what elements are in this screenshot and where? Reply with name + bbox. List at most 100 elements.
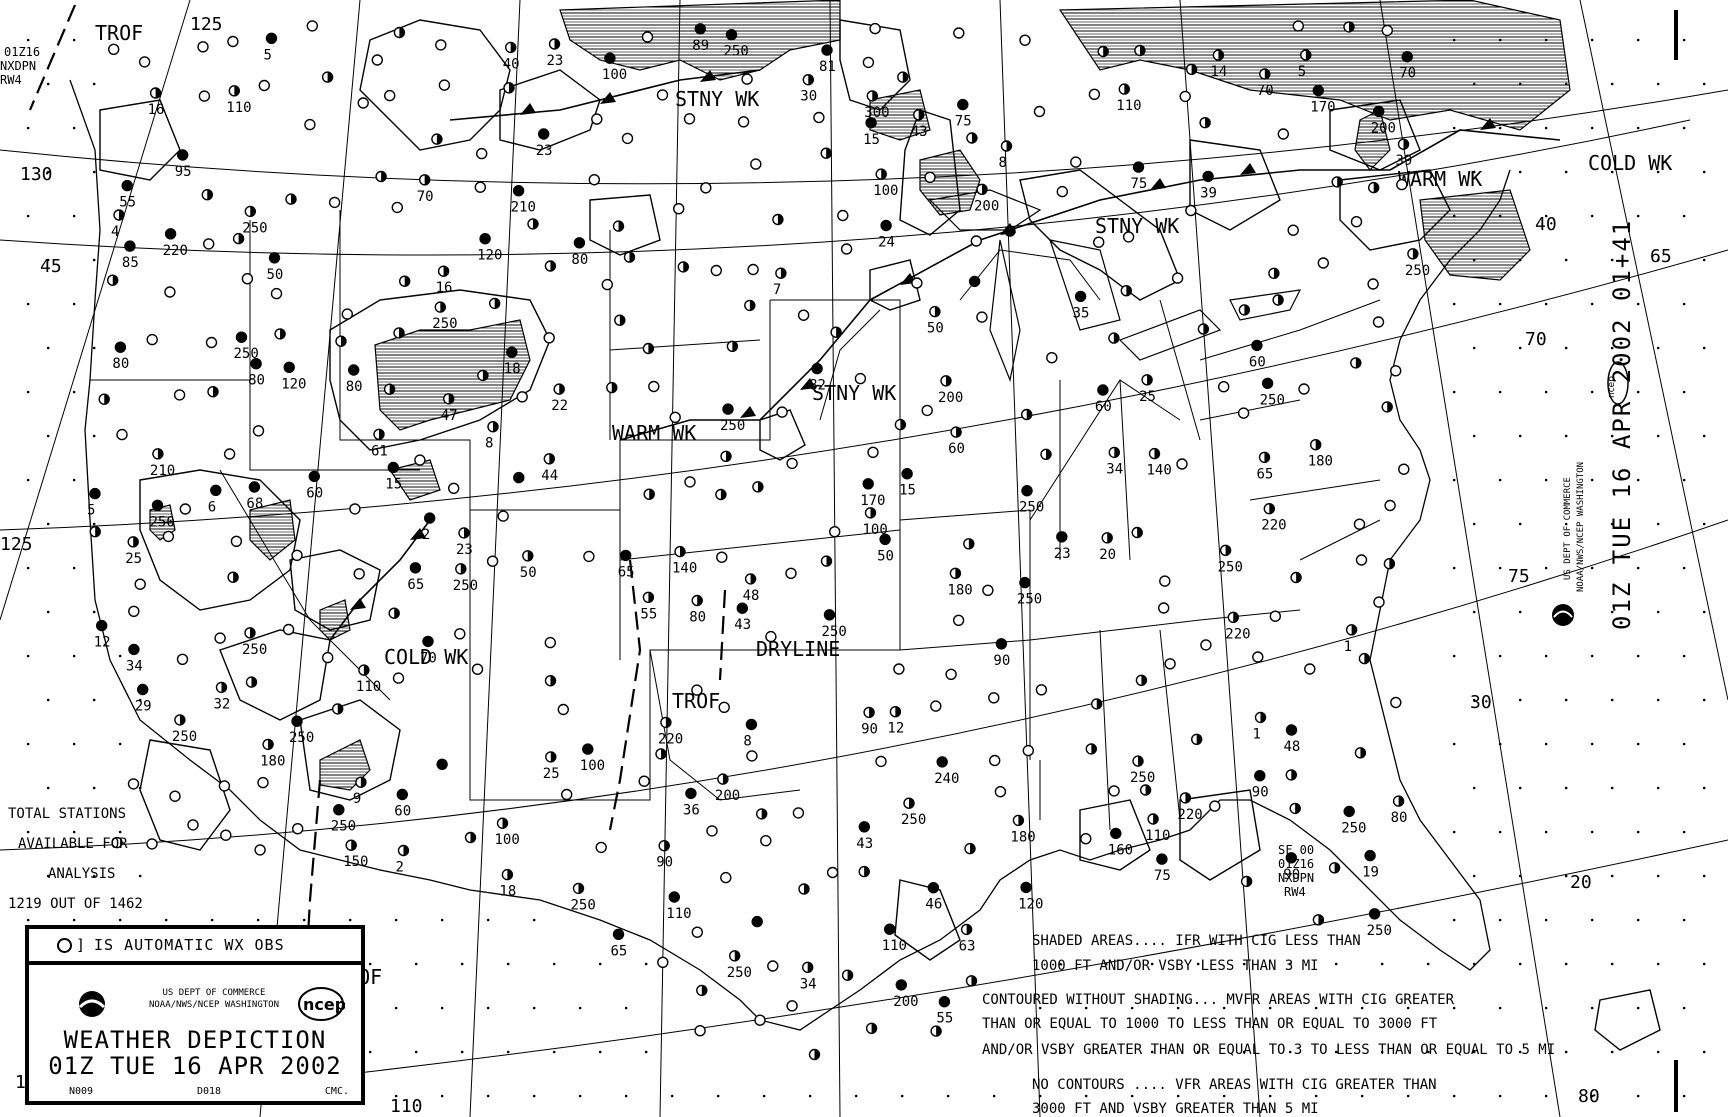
clear-station-icon xyxy=(1108,785,1120,797)
partial-cover-icon xyxy=(1348,21,1354,32)
ceiling-value: 110 xyxy=(882,938,907,954)
ceiling-value: 19 xyxy=(1362,865,1379,881)
clear-station-icon xyxy=(292,823,304,835)
overcast-station-icon xyxy=(210,484,222,496)
ceiling-value: 34 xyxy=(126,658,143,674)
overcast-station-icon xyxy=(694,23,706,35)
graticule-label: 80 xyxy=(1578,1086,1600,1107)
clear-station-icon xyxy=(1159,575,1171,587)
clear-station-icon xyxy=(1035,684,1048,696)
partial-cover-icon xyxy=(1107,532,1113,543)
ceiling-value: 55 xyxy=(936,1011,953,1027)
partial-cover-icon xyxy=(448,393,454,404)
partial-cover-icon xyxy=(337,703,343,714)
overcast-station-icon xyxy=(95,619,108,632)
mvfr-contours xyxy=(99,19,1661,1051)
overcast-station-icon xyxy=(821,44,833,56)
clear-station-icon xyxy=(328,196,341,209)
clear-station-icon xyxy=(706,825,718,837)
partial-cover-icon xyxy=(399,27,405,38)
overcast-station-icon xyxy=(128,643,140,656)
ceiling-value: 39 xyxy=(1396,153,1413,169)
ceiling-value: 110 xyxy=(356,679,381,695)
clear-station-icon xyxy=(1217,381,1230,393)
overcast-station-icon xyxy=(811,362,823,375)
partial-cover-icon xyxy=(527,550,533,561)
clear-station-icon xyxy=(869,22,881,35)
clear-station-icon xyxy=(867,446,879,458)
partial-cover-icon xyxy=(1337,176,1343,187)
clear-station-icon xyxy=(621,132,634,145)
partial-cover-icon xyxy=(443,266,449,277)
partial-cover-icon xyxy=(550,751,556,762)
partial-cover-icon xyxy=(1373,182,1379,193)
overcast-station-icon xyxy=(124,240,136,252)
ceiling-value: 250 xyxy=(242,220,267,236)
feature-label: COLD WK xyxy=(384,645,468,669)
partial-cover-icon xyxy=(1018,815,1024,826)
partial-cover-icon xyxy=(1233,612,1239,623)
partial-cover-icon xyxy=(648,592,654,603)
ceiling-value: 80 xyxy=(346,379,363,395)
clear-station-icon xyxy=(557,703,569,716)
partial-cover-icon xyxy=(648,343,654,354)
overcast-station-icon xyxy=(308,470,320,483)
ceiling-value: 150 xyxy=(343,854,368,870)
partial-cover-icon xyxy=(680,546,686,557)
overcast-station-icon xyxy=(612,928,625,940)
clear-station-icon xyxy=(1200,639,1212,651)
clear-station-icon xyxy=(786,457,798,470)
ceiling-value: 20 xyxy=(1099,547,1116,563)
graticule-label: 125 xyxy=(190,14,223,35)
ceiling-value: 50 xyxy=(520,565,537,581)
noaa-logo-icon xyxy=(1552,604,1574,626)
ceiling-value: 110 xyxy=(666,906,691,922)
clear-station-icon xyxy=(252,425,265,437)
clear-station-icon xyxy=(220,829,232,841)
ceiling-value: 90 xyxy=(993,653,1010,669)
side-title-block: 01Z TUE 16 APR 2002 01+41 US DEPT OF COM… xyxy=(1488,219,1708,650)
clear-station-icon xyxy=(1277,128,1290,140)
overcast-station-icon xyxy=(573,237,586,249)
sf-line: 01Z16 xyxy=(1278,857,1314,871)
clear-station-icon xyxy=(691,926,703,938)
overcast-station-icon xyxy=(1372,105,1385,118)
clear-station-icon xyxy=(1353,518,1366,530)
ceiling-value: 100 xyxy=(495,832,520,848)
partial-cover-icon xyxy=(1147,374,1153,385)
partial-cover-icon xyxy=(780,268,786,279)
clear-station-icon xyxy=(792,807,805,819)
partial-cover-icon xyxy=(826,556,832,567)
overcast-station-icon xyxy=(1343,805,1355,818)
ceiling-value: 140 xyxy=(1147,463,1172,479)
ceiling-value: 40 xyxy=(503,56,520,72)
overcast-station-icon xyxy=(121,179,133,192)
ceiling-value: 250 xyxy=(1405,263,1430,279)
ceiling-value: 18 xyxy=(499,884,516,900)
clear-station-icon xyxy=(994,786,1007,798)
sf-line: RW4 xyxy=(1284,885,1306,899)
key-line: NO CONTOURS .... VFR AREAS WITH CIG GREA… xyxy=(1032,1077,1437,1093)
ceiling-value: 14 xyxy=(1210,64,1227,80)
partial-cover-icon xyxy=(157,448,163,459)
clear-station-icon xyxy=(435,39,447,51)
clear-station-icon xyxy=(116,428,128,441)
overcast-station-icon xyxy=(1261,377,1274,389)
code-right: CMC. xyxy=(324,1086,349,1097)
ceiling-value: 250 xyxy=(724,44,749,60)
overcast-station-icon xyxy=(291,715,303,727)
partial-cover-icon xyxy=(550,675,556,686)
ceiling-value: 80 xyxy=(112,356,129,372)
clear-station-icon xyxy=(448,482,460,494)
code-line: 01Z16 xyxy=(4,45,40,59)
ceiling-value: 180 xyxy=(947,582,972,598)
overcast-station-icon xyxy=(248,481,261,493)
clear-station-icon xyxy=(1019,34,1031,46)
ceiling-value: 200 xyxy=(1371,120,1396,136)
partial-cover-icon xyxy=(268,739,274,750)
ceiling-value: 250 xyxy=(1218,559,1243,575)
agency-line2: NOAA/NWS/NCEP WASHINGTON xyxy=(148,1000,280,1010)
partial-cover-icon xyxy=(104,394,110,405)
partial-cover-icon xyxy=(1218,50,1224,61)
partial-cover-icon xyxy=(399,327,405,338)
